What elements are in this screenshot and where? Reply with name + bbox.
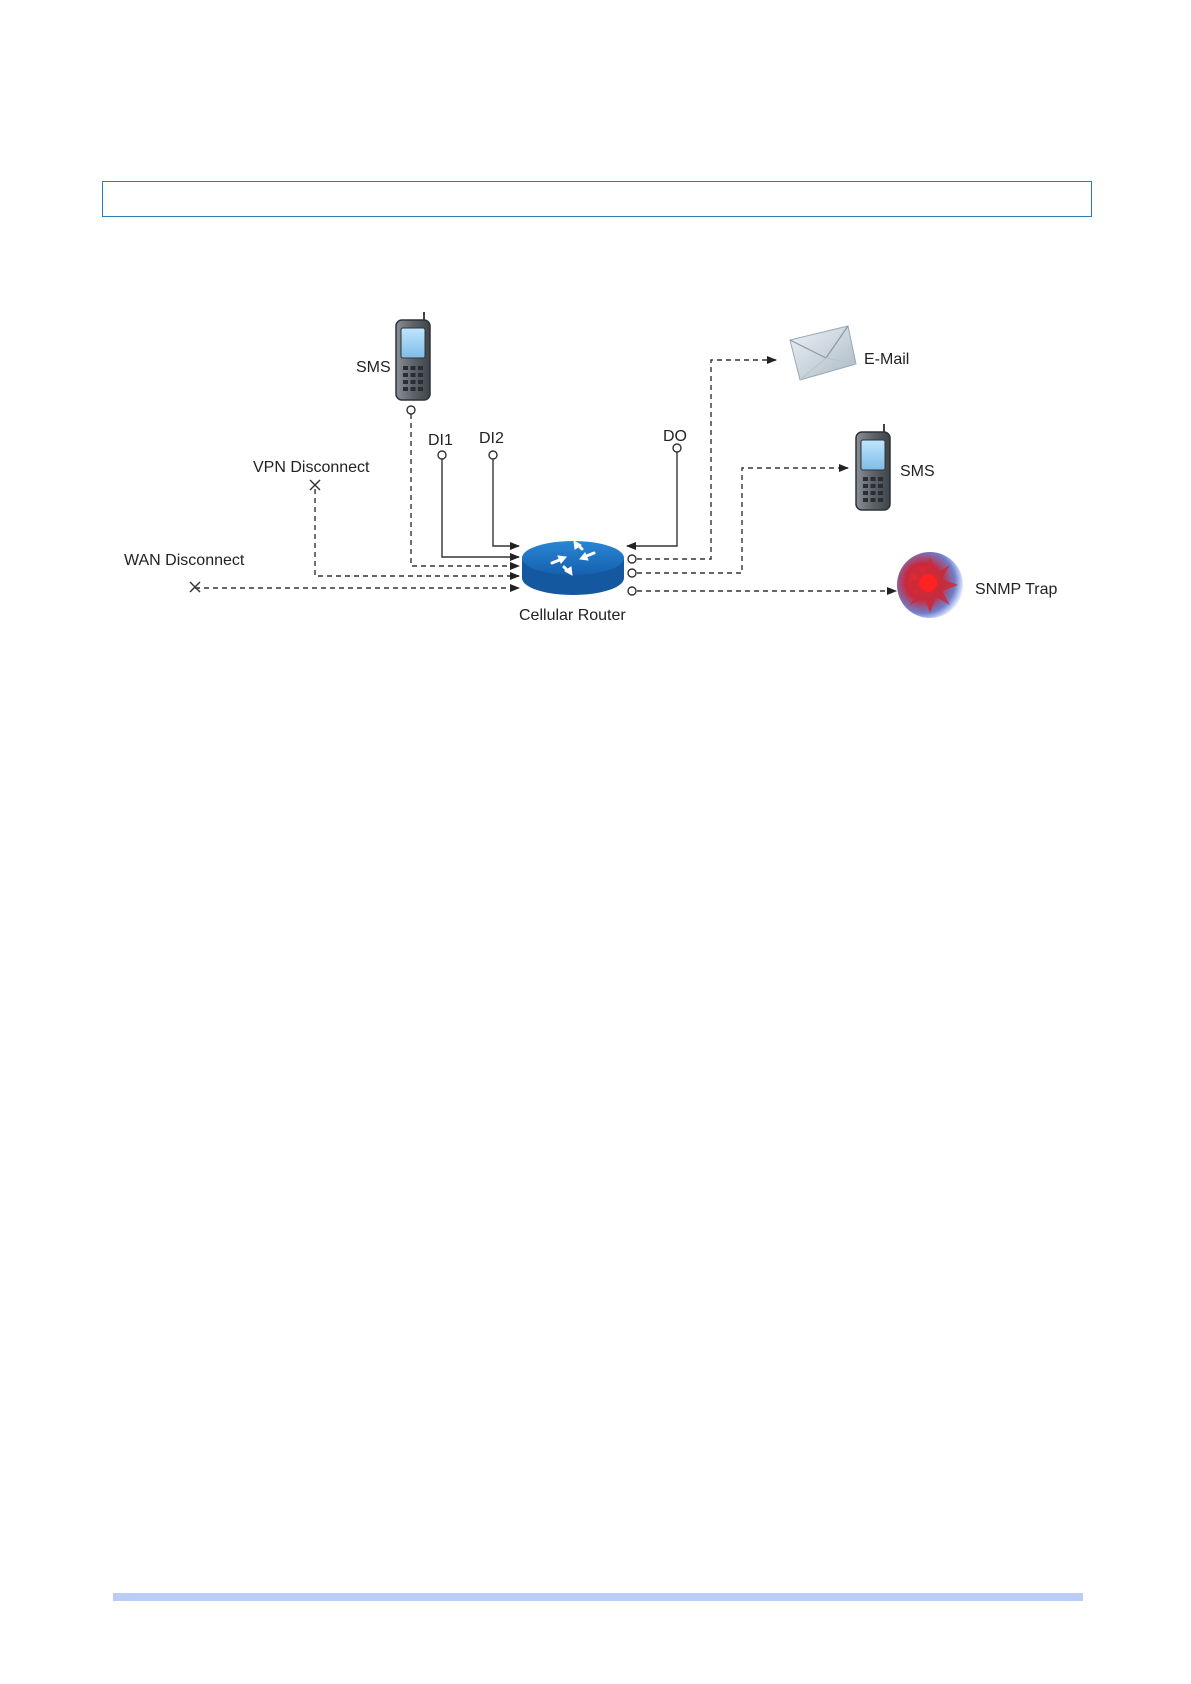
wan-disconnect-marker bbox=[190, 582, 200, 592]
terminal-out-email bbox=[628, 555, 636, 563]
terminal-di1 bbox=[438, 451, 446, 459]
sms-in-label: SMS bbox=[356, 359, 391, 376]
sms-out-label: SMS bbox=[900, 463, 935, 480]
vpn-disconnect-marker bbox=[310, 480, 320, 490]
edge-di2 bbox=[493, 459, 519, 546]
router-label: Cellular Router bbox=[519, 607, 626, 624]
edge-vpn bbox=[315, 489, 519, 576]
snmp-trap-icon bbox=[897, 552, 963, 618]
wan-disconnect-label: WAN Disconnect bbox=[124, 552, 245, 569]
edge-email bbox=[637, 360, 776, 559]
cellular-router-icon bbox=[522, 541, 624, 595]
sms-out-phone-icon bbox=[856, 424, 890, 510]
terminal-sms-in bbox=[407, 406, 415, 414]
vpn-disconnect-label: VPN Disconnect bbox=[253, 459, 370, 476]
di2-label: DI2 bbox=[479, 430, 504, 447]
terminal-out-snmp bbox=[628, 587, 636, 595]
edge-di1 bbox=[442, 459, 519, 557]
sms-in-phone-icon bbox=[396, 312, 430, 400]
do-label: DO bbox=[663, 428, 687, 445]
edge-do bbox=[627, 452, 677, 546]
terminal-out-sms bbox=[628, 569, 636, 577]
edge-sms-out bbox=[637, 468, 848, 573]
snmp-trap-label: SNMP Trap bbox=[975, 581, 1058, 598]
terminal-do bbox=[673, 444, 681, 452]
footer-bar bbox=[113, 1593, 1083, 1601]
di1-label: DI1 bbox=[428, 432, 453, 449]
terminal-di2 bbox=[489, 451, 497, 459]
email-envelope-icon bbox=[790, 326, 856, 380]
email-label: E-Mail bbox=[864, 351, 909, 368]
